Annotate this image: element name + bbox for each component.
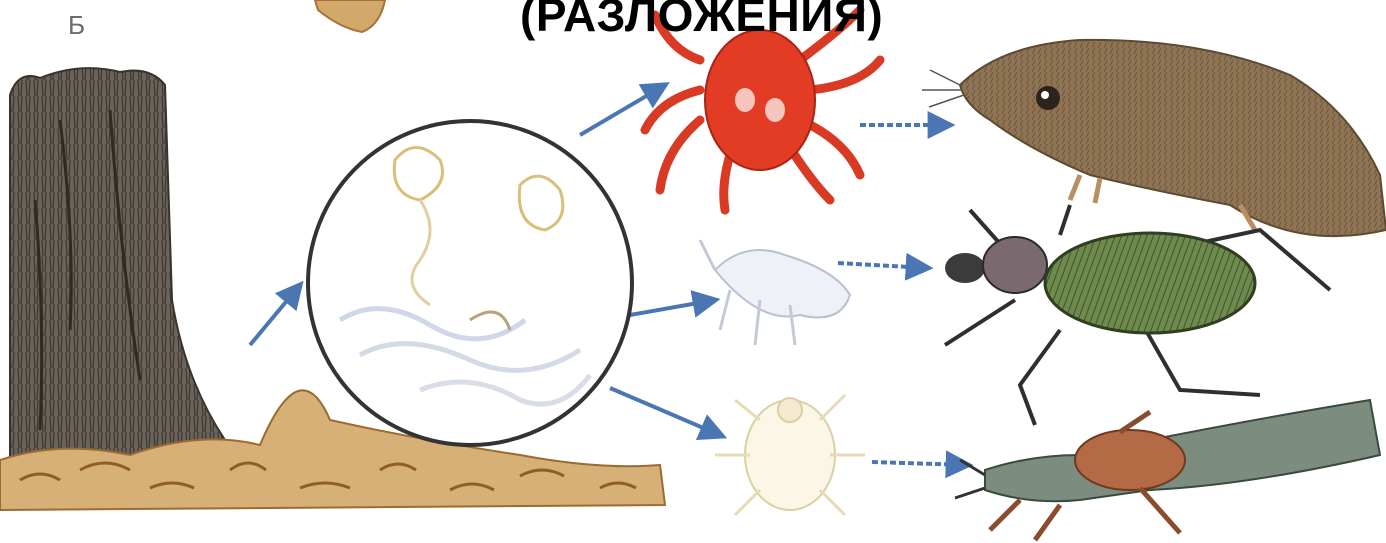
ground-beetle-icon (945, 205, 1330, 425)
diagram-title: (РАЗЛОЖЕНИЯ) (520, 0, 883, 42)
springtail-icon (700, 240, 850, 345)
pale-mite-icon (715, 395, 865, 515)
arrow-springtail-to-ground-beetle (838, 263, 928, 268)
microorganisms-circle-icon (308, 121, 632, 445)
tree-stump-icon (10, 68, 260, 470)
shrew-icon (922, 40, 1386, 236)
panel-label: Б (68, 10, 85, 41)
arrow-microorganisms-to-red-mite (580, 85, 665, 135)
arrow-litter-to-microorganisms (250, 285, 300, 345)
arrow-microorganisms-to-springtail (630, 300, 715, 315)
arrow-pale-mite-to-rove-beetle (872, 462, 968, 465)
arrow-microorganisms-to-pale-mite (610, 388, 722, 436)
rove-beetle-icon (955, 400, 1380, 540)
wood-fragment-icon (315, 0, 385, 32)
